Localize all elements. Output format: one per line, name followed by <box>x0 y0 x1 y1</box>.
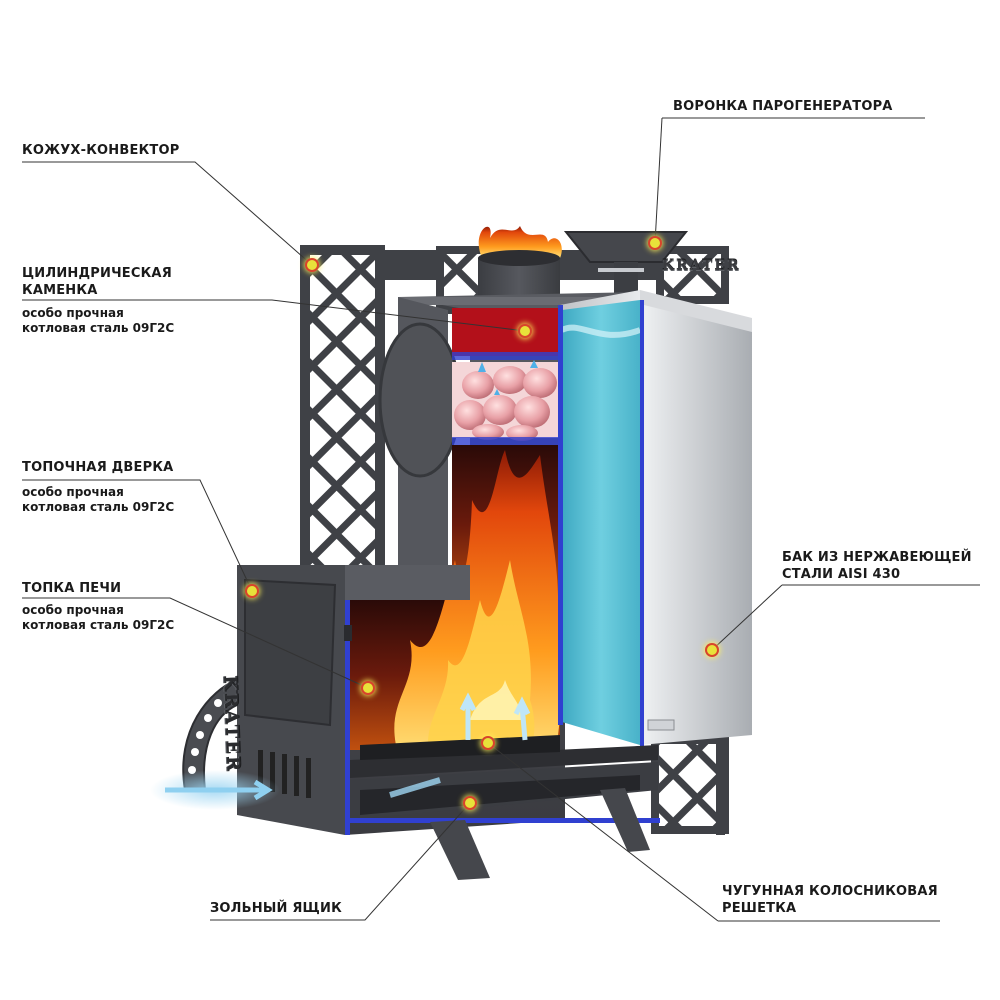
stones <box>454 360 557 441</box>
label-tank-1: БАК ИЗ НЕРЖАВЕЮЩЕЙ <box>782 550 972 565</box>
note-kamenka-2: котловая сталь 09Г2С <box>22 321 175 335</box>
ash-box <box>345 762 660 823</box>
vent-slots <box>258 750 311 798</box>
note-firebox-2: котловая сталь 09Г2С <box>22 618 175 632</box>
label-convector: КОЖУХ-КОНВЕКТОР <box>22 143 180 158</box>
legs <box>430 788 650 880</box>
label-funnel: ВОРОНКА ПАРОГЕНЕРАТОРА <box>673 99 893 114</box>
label-grate-1: ЧУГУННАЯ КОЛОСНИКОВАЯ <box>722 884 938 899</box>
marker-tank <box>707 645 717 655</box>
marker-firebox <box>363 683 373 693</box>
marker-grate <box>483 738 493 748</box>
firebox-front <box>237 565 470 835</box>
grate <box>350 735 658 778</box>
label-ashbox: ЗОЛЬНЫЙ ЯЩИК <box>210 901 342 916</box>
water-tank <box>558 290 752 748</box>
chimney <box>478 226 562 298</box>
label-kamenka-2: КАМЕНКА <box>22 283 98 298</box>
marker-door <box>247 586 257 596</box>
note-firebox-1: особо прочная <box>22 603 124 617</box>
leader-lines <box>22 117 980 922</box>
marker-convector <box>307 260 317 270</box>
note-door-2: котловая сталь 09Г2С <box>22 500 175 514</box>
brand-tank-logo: KRATER <box>662 258 741 274</box>
label-firebox: ТОПКА ПЕЧИ <box>22 581 122 596</box>
note-door-1: особо прочная <box>22 485 124 499</box>
label-kamenka-1: ЦИЛИНДРИЧЕСКАЯ <box>22 266 172 281</box>
label-tank-2: СТАЛИ AISI 430 <box>782 567 901 582</box>
note-kamenka-1: особо прочная <box>22 306 124 320</box>
marker-ashbox <box>465 798 475 808</box>
marker-funnel <box>650 238 660 248</box>
label-door: ТОПОЧНАЯ ДВЕРКА <box>22 460 174 475</box>
brand-front-logo: KRATER <box>219 675 244 774</box>
air-flow <box>150 692 531 810</box>
label-grate-2: РЕШЕТКА <box>722 901 797 916</box>
kamenka-chamber <box>452 308 560 445</box>
marker-kamenka <box>520 326 530 336</box>
